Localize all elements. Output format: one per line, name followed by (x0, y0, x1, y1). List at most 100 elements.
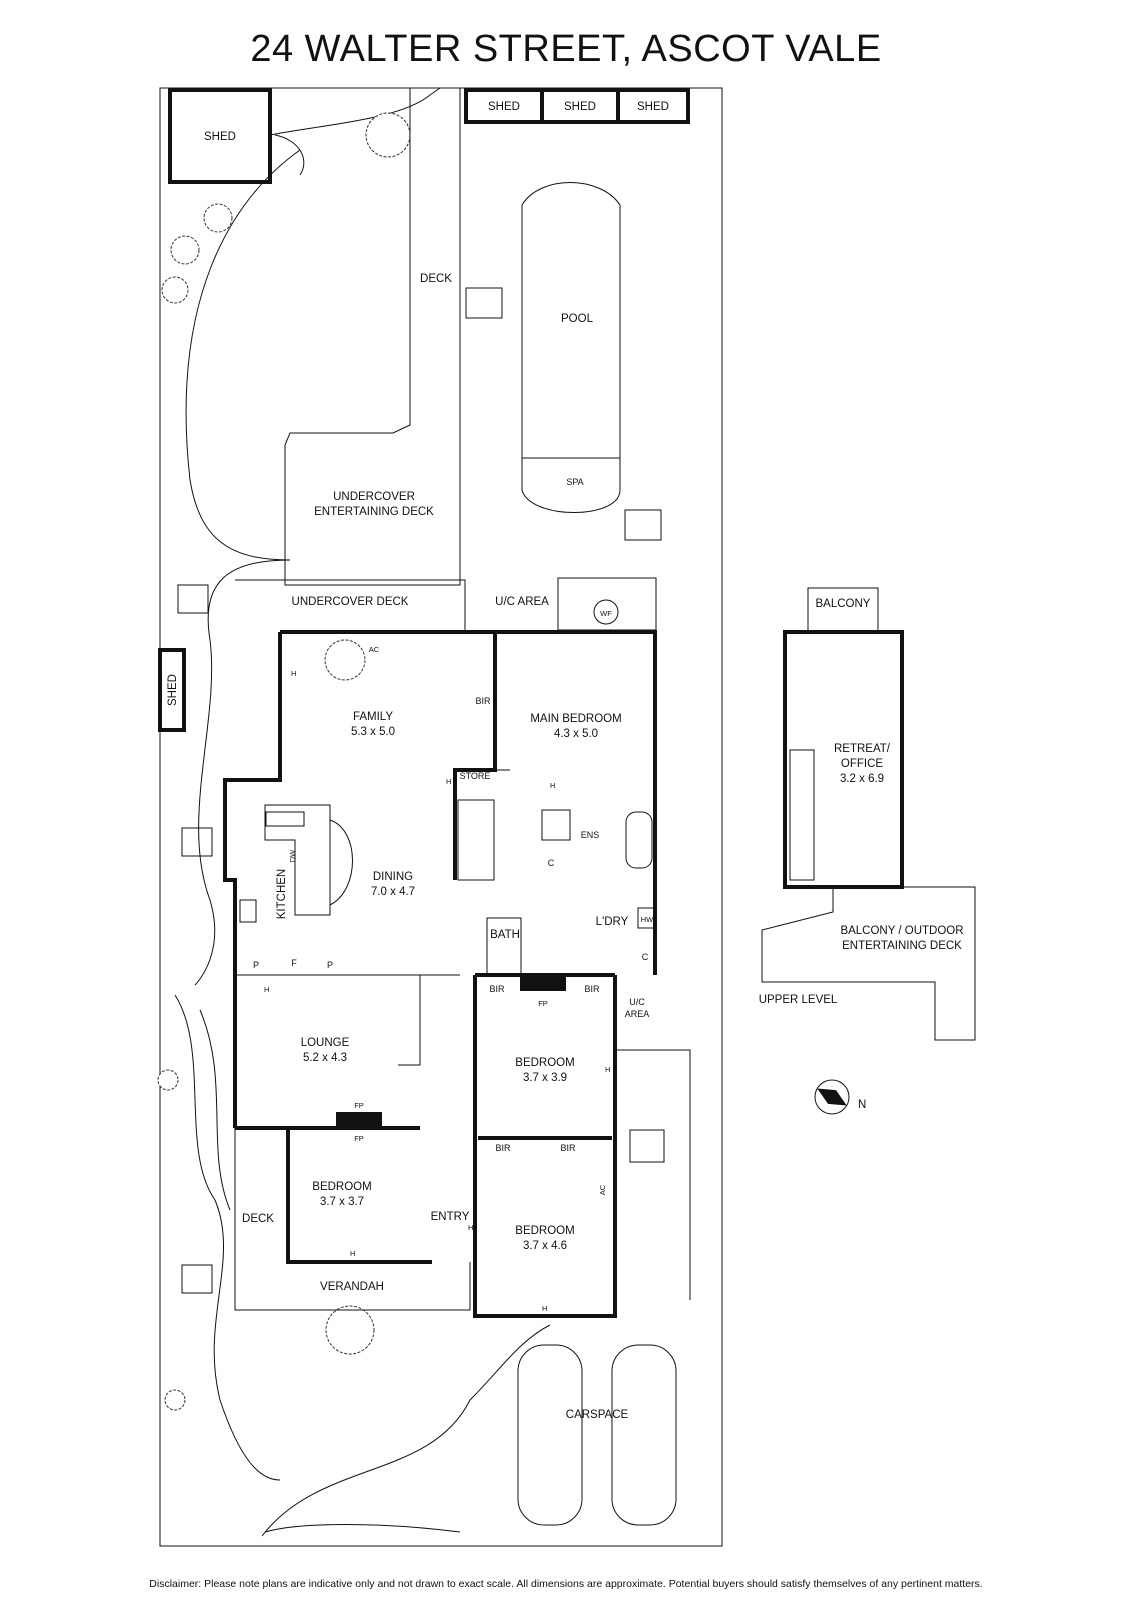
bedroom2-name: BEDROOM (515, 1057, 574, 1069)
fireplace-icon (520, 975, 566, 991)
wf-area (557, 577, 657, 631)
shed-3-label: SHED (637, 101, 669, 113)
retreat-walls (783, 630, 904, 889)
paver-icon (465, 287, 503, 319)
garden-curve-1 (185, 149, 301, 561)
main-bedroom-left-wall (453, 632, 497, 880)
uc-area-side-line1: U/C (629, 997, 645, 1007)
shed-1-label: SHED (488, 101, 520, 113)
balcony-outdoor-line2: ENTERTAINING DECK (842, 940, 962, 952)
garden-curve-4 (174, 994, 281, 1481)
garden-curve-2 (274, 134, 305, 176)
upper-balcony-outline (807, 587, 879, 633)
undercover-entertaining-line1: UNDERCOVER (333, 491, 415, 503)
fireplace-icon (336, 1112, 382, 1130)
c-ens-label: C (548, 858, 555, 868)
stairs-icon (457, 799, 495, 881)
garden-path-top (269, 87, 441, 136)
heater-mark: H (350, 1249, 355, 1258)
heater-mark: H (550, 781, 555, 790)
ac-bed4-label: AC (598, 1184, 607, 1195)
family-name: FAMILY (353, 711, 393, 723)
driveway-curve (261, 1324, 551, 1537)
balcony-outdoor-line1: BALCONY / OUTDOOR (840, 925, 963, 937)
tree-icon (325, 1305, 375, 1355)
retreat-line1: RETREAT/ (834, 743, 891, 755)
fp-3-label: FP (354, 1134, 364, 1143)
bir-1-label: BIR (489, 984, 505, 994)
main-bedroom-name: MAIN BEDROOM (530, 713, 621, 725)
side-uc-outline (615, 1049, 691, 1300)
shed-top-left-label: SHED (204, 131, 236, 143)
ens-label: ENS (581, 830, 600, 840)
kitchen-island (264, 804, 331, 916)
cooktop-icon (239, 899, 257, 923)
carspace-label: CARSPACE (566, 1409, 629, 1421)
lounge-name: LOUNGE (301, 1037, 350, 1049)
sink-icon (265, 811, 305, 827)
ldry-label: L'DRY (596, 916, 629, 928)
verandah-label: VERANDAH (320, 1281, 384, 1293)
disclaimer-text: Disclaimer: Please note plans are indica… (149, 1578, 983, 1590)
lounge-right-wall (398, 975, 421, 1066)
shed-side-label: SHED (167, 674, 179, 706)
kitchen-bench-curve (329, 819, 353, 906)
compass-north-label: N (858, 1099, 866, 1111)
shed-side-walls (158, 648, 186, 732)
main-bedroom-dim: 4.3 x 5.0 (554, 728, 598, 740)
tree-icon (324, 639, 366, 681)
heater-mark: H (264, 985, 269, 994)
pool-outline (521, 182, 621, 513)
bir-4-label: BIR (560, 1143, 576, 1153)
heater-mark: H (605, 1065, 610, 1074)
bedroom3-name: BEDROOM (312, 1181, 371, 1193)
deck-upper-label: DECK (420, 273, 452, 285)
paver-icon (629, 1129, 665, 1163)
c-ldry-label: C (642, 952, 649, 962)
shower-icon (541, 809, 571, 841)
house-left-wall-upper (223, 632, 282, 1128)
paver-icon (181, 827, 213, 857)
bath-shower-icon (486, 917, 522, 977)
undercover-deck-label: UNDERCOVER DECK (292, 596, 409, 608)
paver-icon (177, 584, 209, 614)
garden-curve-3 (194, 559, 291, 986)
heater-mark: H (542, 1304, 547, 1313)
bath-label: BATH (490, 929, 520, 941)
dining-name: DINING (373, 871, 413, 883)
undercover-deck-outline (235, 579, 466, 632)
wf-icon (593, 599, 619, 625)
upper-balcony-label: BALCONY (816, 598, 871, 610)
retreat-line2: OFFICE (841, 758, 883, 770)
lounge-dim: 5.2 x 4.3 (303, 1052, 347, 1064)
tree-icon (170, 235, 200, 265)
undercover-entertaining-line2: ENTERTAINING DECK (314, 506, 434, 518)
hw-box (637, 907, 657, 929)
retreat-dim: 3.2 x 6.9 (840, 773, 884, 785)
bir-3-label: BIR (495, 1143, 511, 1153)
uc-area-side-line2: AREA (625, 1009, 650, 1019)
tree-icon (365, 112, 411, 158)
compass-icon (814, 1079, 850, 1115)
garden-curve-5 (199, 1009, 231, 1211)
bedroom4-dim: 3.7 x 4.6 (523, 1240, 567, 1252)
upper-level-label: UPPER LEVEL (759, 994, 838, 1006)
tree-icon (157, 1069, 179, 1091)
car-icon (611, 1344, 677, 1526)
deck-outline (284, 88, 461, 586)
plan-title: 24 WALTER STREET, ASCOT VALE (250, 28, 882, 70)
bir-2-label: BIR (584, 984, 600, 994)
car-icon (517, 1344, 583, 1526)
bir-main-label: BIR (475, 696, 491, 706)
fridge-label: F (291, 958, 297, 968)
upper-deck-outline (761, 886, 976, 1041)
heater-mark: H (468, 1223, 473, 1232)
pantry-2-label: P (327, 960, 333, 970)
paver-icon (624, 509, 662, 541)
uc-area-top-label: U/C AREA (495, 596, 549, 608)
house-rear-wall (280, 630, 657, 883)
bedroom4-name: BEDROOM (515, 1225, 574, 1237)
bedroom2-dim: 3.7 x 3.9 (523, 1072, 567, 1084)
tree-icon (161, 276, 189, 304)
